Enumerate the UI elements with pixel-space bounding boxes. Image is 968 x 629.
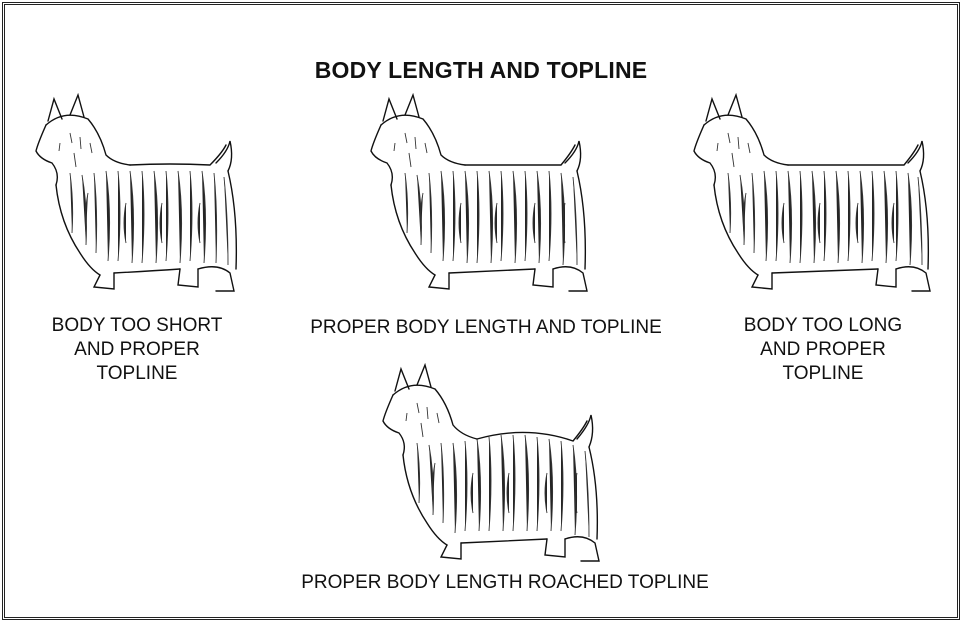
- diagram-frame: BODY LENGTH AND TOPLINE: [2, 2, 960, 620]
- dog-illustration-short: [30, 93, 250, 303]
- caption-body-too-long: BODY TOO LONG AND PROPER TOPLINE: [713, 314, 933, 386]
- caption-proper-body: PROPER BODY LENGTH AND TOPLINE: [281, 316, 691, 340]
- dog-illustration-roached: [377, 363, 617, 573]
- caption-roached-topline: PROPER BODY LENGTH ROACHED TOPLINE: [255, 571, 755, 595]
- diagram-title: BODY LENGTH AND TOPLINE: [5, 57, 957, 84]
- dog-illustration-long: [688, 93, 938, 303]
- dog-illustration-proper: [365, 93, 605, 303]
- caption-body-too-short: BODY TOO SHORT AND PROPER TOPLINE: [27, 314, 247, 386]
